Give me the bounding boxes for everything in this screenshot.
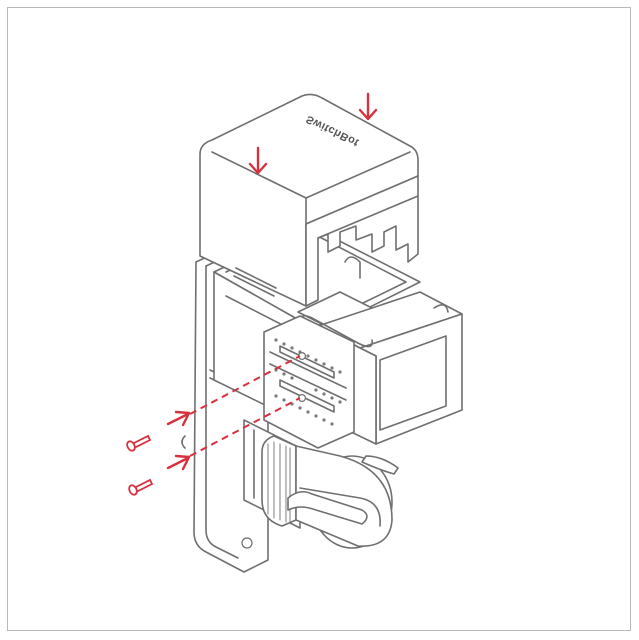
- screw-icon: [126, 434, 152, 452]
- plate-hole-grid: [274, 338, 342, 426]
- cover-cap: SwitchBot: [199, 93, 419, 307]
- down-arrow-icon: [358, 92, 378, 121]
- down-arrow-icon: [248, 146, 268, 175]
- right-arrow-icon: [166, 410, 191, 427]
- mounting-plate: [263, 315, 355, 449]
- right-arrow-icon: [166, 454, 191, 471]
- roller-wheel: [261, 435, 399, 549]
- screw-guide-lines: [189, 355, 301, 457]
- screw-icon: [128, 478, 154, 496]
